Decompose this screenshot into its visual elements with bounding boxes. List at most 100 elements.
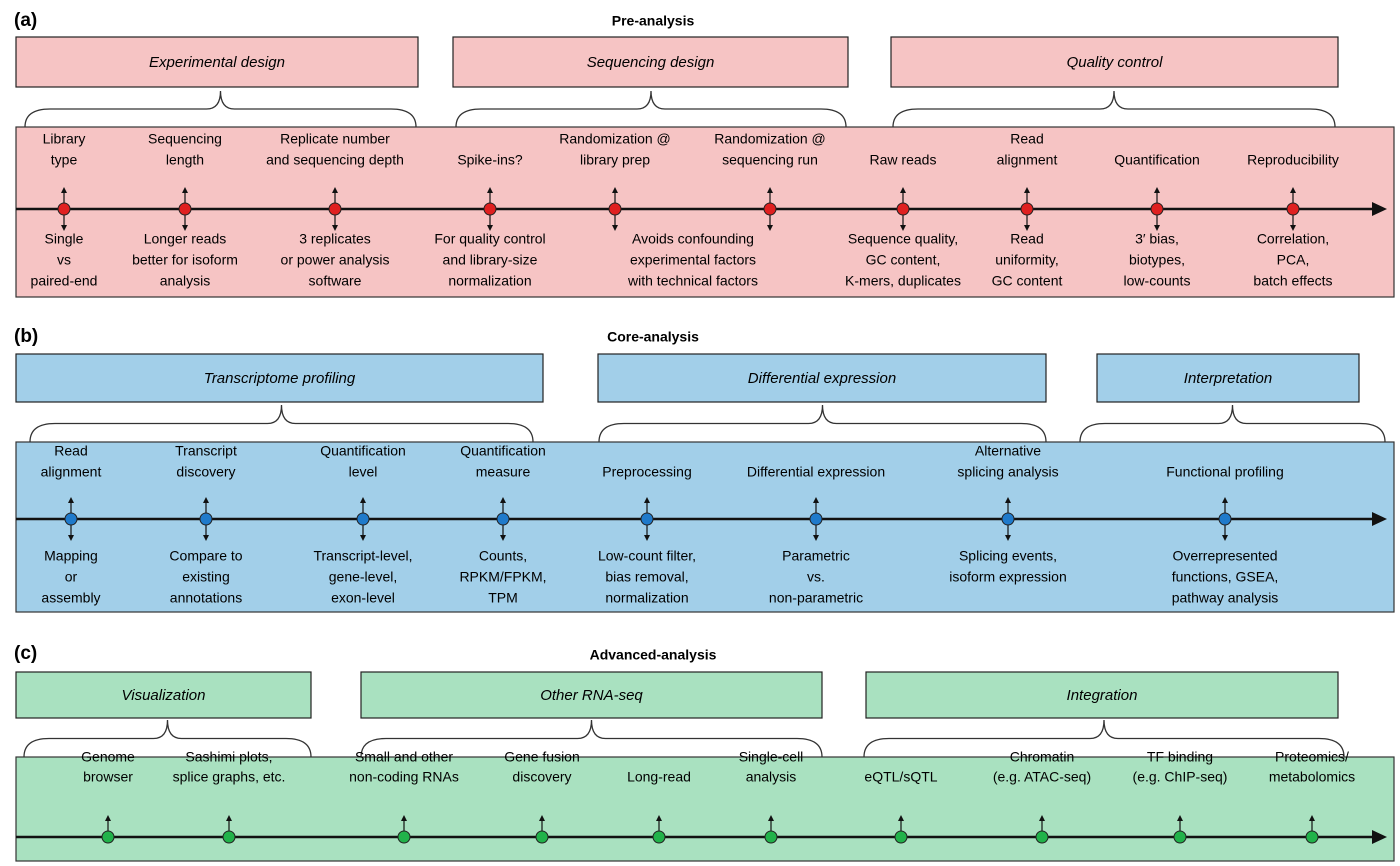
group-header-box bbox=[360, 671, 823, 719]
node-bottom-label: PCA, bbox=[1277, 252, 1310, 268]
group-header-label: Interpretation bbox=[1184, 370, 1272, 387]
up-arrow-icon bbox=[644, 497, 650, 503]
panel-letter: (a) bbox=[14, 10, 37, 31]
node-top-label: alignment bbox=[41, 464, 102, 480]
up-arrow-icon bbox=[68, 497, 74, 503]
node-bottom-label: paired-end bbox=[31, 273, 98, 289]
timeline-node: Differential expressionParametricvs.non-… bbox=[747, 464, 885, 606]
group-header-label: Transcriptome profiling bbox=[204, 370, 356, 387]
node-bottom-label: Transcript-level, bbox=[313, 548, 412, 564]
node-top-label: splice graphs, etc. bbox=[173, 769, 286, 785]
node-bottom-label: For quality control bbox=[434, 231, 545, 247]
group-header-label: Integration bbox=[1067, 687, 1138, 704]
down-arrow-icon bbox=[1290, 225, 1296, 231]
node-top-label: browser bbox=[83, 769, 133, 785]
node-top-label: Reproducibility bbox=[1247, 152, 1339, 168]
node-bottom-label: biotypes, bbox=[1129, 252, 1185, 268]
node-bottom-label: better for isoform bbox=[132, 252, 238, 268]
down-arrow-icon bbox=[900, 225, 906, 231]
node-bottom-label: Low-count filter, bbox=[598, 548, 696, 564]
node-top-label: Chromatin bbox=[1010, 749, 1075, 765]
up-arrow-icon bbox=[612, 187, 618, 193]
node-top-label: Quantification bbox=[1114, 152, 1200, 168]
node-dot bbox=[483, 202, 497, 216]
node-bottom-label: functions, GSEA, bbox=[1172, 569, 1279, 585]
up-arrow-icon bbox=[1222, 497, 1228, 503]
node-bottom-label: exon-level bbox=[331, 590, 395, 606]
group-brace bbox=[29, 404, 534, 443]
node-dot bbox=[356, 512, 370, 526]
node-top-label: library prep bbox=[580, 152, 650, 168]
node-bottom-label: GC content bbox=[992, 273, 1063, 289]
node-top-label: (e.g. ATAC-seq) bbox=[993, 769, 1091, 785]
node-dot bbox=[608, 202, 622, 216]
node-top-label: Quantification bbox=[460, 443, 546, 459]
up-arrow-icon bbox=[226, 815, 232, 821]
node-top-label: length bbox=[166, 152, 204, 168]
node-top-label: discovery bbox=[176, 464, 235, 480]
node-bottom-label: gene-level, bbox=[329, 569, 398, 585]
group-brace bbox=[455, 90, 847, 128]
node-bottom-label: low-counts bbox=[1124, 273, 1191, 289]
group-brace bbox=[892, 90, 1336, 128]
timeline-node: Chromatin (e.g. ATAC-seq) bbox=[993, 749, 1091, 844]
group-header-box bbox=[890, 36, 1339, 88]
down-arrow-icon bbox=[767, 225, 773, 231]
group-brace bbox=[23, 719, 312, 758]
node-dot bbox=[1173, 830, 1187, 844]
timeline-arrowhead bbox=[1372, 202, 1387, 216]
timeline-node: eQTL/sQTL bbox=[864, 769, 938, 844]
node-dot bbox=[64, 512, 78, 526]
node-dot bbox=[896, 202, 910, 216]
up-arrow-icon bbox=[813, 497, 819, 503]
node-top-label: Long-read bbox=[627, 769, 691, 785]
group-brace bbox=[360, 719, 823, 758]
up-arrow-icon bbox=[487, 187, 493, 193]
node-top-label: alignment bbox=[997, 152, 1058, 168]
node-top-label: Transcript bbox=[175, 443, 237, 459]
group-brace bbox=[863, 719, 1345, 758]
timeline-box bbox=[15, 441, 1395, 613]
node-top-label: Read bbox=[1010, 131, 1043, 147]
node-dot bbox=[894, 830, 908, 844]
node-bottom-label: Counts, bbox=[479, 548, 527, 564]
node-bottom-label: Longer reads bbox=[144, 231, 227, 247]
node-top-label: Raw reads bbox=[870, 152, 937, 168]
node-bottom-label: Compare to bbox=[169, 548, 242, 564]
group-header-box bbox=[1096, 353, 1360, 403]
down-arrow-icon bbox=[1005, 535, 1011, 541]
node-bottom-label: or power analysis bbox=[281, 252, 390, 268]
timeline-arrowhead bbox=[1372, 512, 1387, 526]
node-bottom-label: uniformity, bbox=[995, 252, 1059, 268]
node-top-label: Alternative bbox=[975, 443, 1041, 459]
node-top-label: Functional profiling bbox=[1166, 464, 1284, 480]
group-brace bbox=[598, 404, 1047, 443]
down-arrow-icon bbox=[182, 225, 188, 231]
node-dot bbox=[1001, 512, 1015, 526]
node-bottom-label: analysis bbox=[160, 273, 211, 289]
node-top-label: Gene fusion bbox=[504, 749, 580, 765]
down-arrow-icon bbox=[1222, 535, 1228, 541]
group-header-box bbox=[865, 671, 1339, 719]
node-bottom-label: pathway analysis bbox=[1172, 590, 1279, 606]
timeline-node: Randomization @sequencing run bbox=[714, 131, 826, 231]
group-header-label: Visualization bbox=[122, 687, 206, 704]
up-arrow-icon bbox=[401, 815, 407, 821]
node-top-label: Single-cell bbox=[739, 749, 804, 765]
node-top-label: Differential expression bbox=[747, 464, 885, 480]
up-arrow-icon bbox=[360, 497, 366, 503]
node-bottom-label: Single bbox=[45, 231, 84, 247]
up-arrow-icon bbox=[900, 187, 906, 193]
down-arrow-icon bbox=[360, 535, 366, 541]
up-arrow-icon bbox=[898, 815, 904, 821]
down-arrow-icon bbox=[61, 225, 67, 231]
node-bottom-label: Overrepresented bbox=[1172, 548, 1277, 564]
